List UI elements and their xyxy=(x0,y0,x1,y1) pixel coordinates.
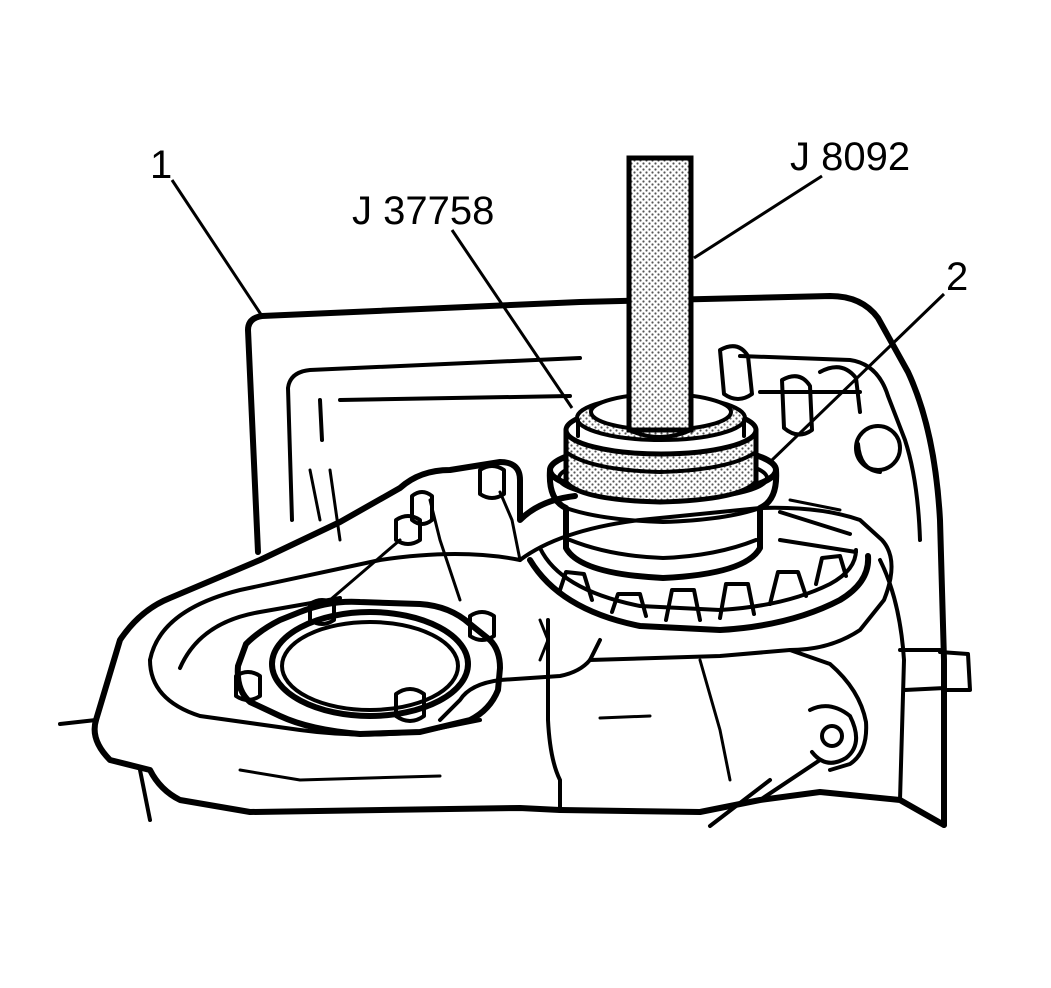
leader-line-2 xyxy=(768,292,946,464)
leader-lines xyxy=(170,174,946,464)
callout-j8092: J 8092 xyxy=(790,135,910,179)
leader-line-j37758 xyxy=(450,229,574,409)
drive-gear xyxy=(527,498,872,633)
callout-2: 2 xyxy=(946,255,968,299)
driver-handle xyxy=(626,155,694,439)
callout-1: 1 xyxy=(150,143,172,187)
leader-line-j8092 xyxy=(693,174,823,260)
cover-plate xyxy=(234,464,550,737)
leader-line-1 xyxy=(170,179,264,317)
callout-j37758: J 37758 xyxy=(352,189,494,233)
transmission-case xyxy=(58,293,972,828)
plate-bolt xyxy=(234,598,496,723)
